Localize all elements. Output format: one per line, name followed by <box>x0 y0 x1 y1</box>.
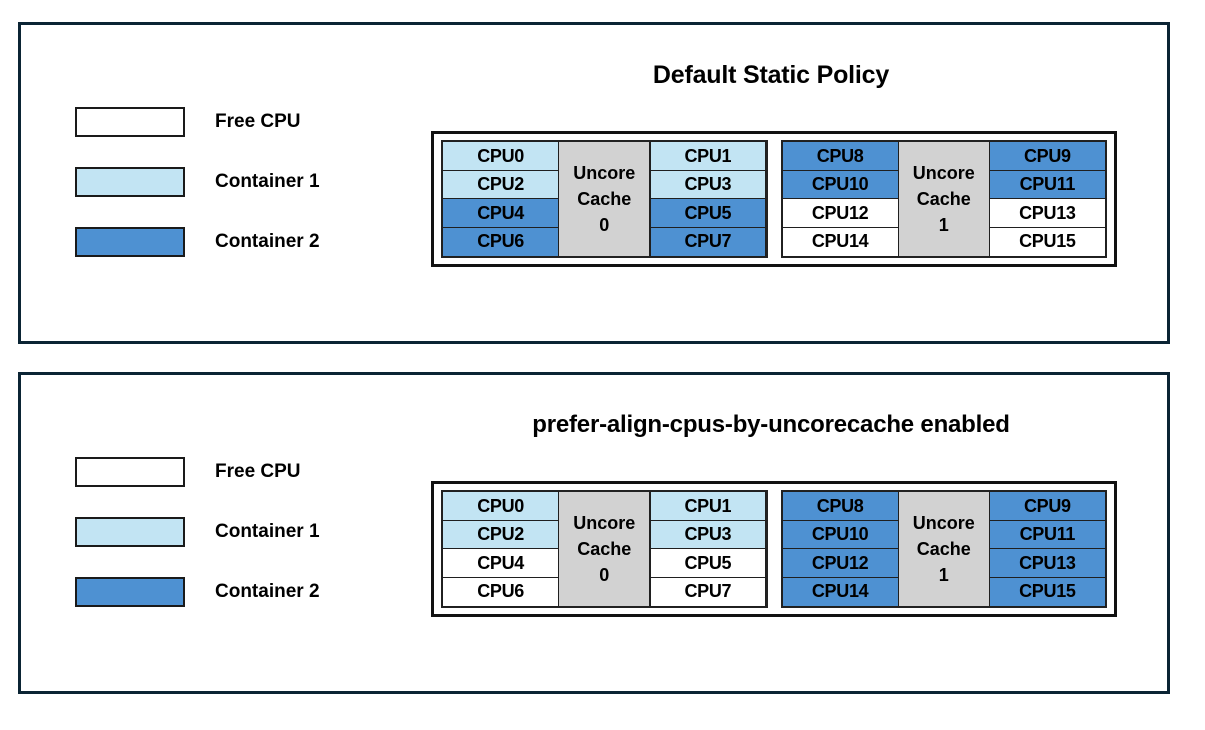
cpu-cell: CPU0 <box>442 491 559 522</box>
cpu-column-right: CPU9 CPU11 CPU13 CPU15 <box>989 141 1106 257</box>
uncore-cache-label-line1: Uncore <box>912 162 975 183</box>
legend-swatch-container-2 <box>75 227 185 257</box>
legend-swatch-free-cpu <box>75 457 185 487</box>
cpu-cell: CPU5 <box>649 548 767 579</box>
cpu-cell: CPU1 <box>649 141 767 172</box>
cpu-cell: CPU8 <box>781 491 899 522</box>
page-title: Default Static Policy <box>652 61 890 89</box>
cpu-cell: CPU8 <box>781 141 899 172</box>
cpu-column-left: CPU8 CPU10 CPU12 CPU14 <box>781 141 899 257</box>
legend-label-container-2: Container 2 <box>215 581 320 602</box>
cpu-cell: CPU9 <box>989 491 1106 522</box>
cpu-topology-grid: CPU0 CPU2 CPU4 CPU6 Uncore Cache 0 CPU1 … <box>431 481 1117 617</box>
cpu-cell: CPU13 <box>989 198 1106 229</box>
legend-item-free-cpu: Free CPU <box>75 107 320 137</box>
uncore-cache-group-0: CPU0 CPU2 CPU4 CPU6 Uncore Cache 0 CPU1 … <box>441 140 768 258</box>
cpu-cell: CPU9 <box>989 141 1106 172</box>
cpu-cell: CPU13 <box>989 548 1106 579</box>
uncore-cache-block: Uncore Cache 0 <box>558 492 651 606</box>
cpu-cell: CPU11 <box>989 169 1106 200</box>
cpu-cell: CPU14 <box>781 576 899 607</box>
cpu-cell: CPU7 <box>649 576 767 607</box>
cpu-cell: CPU15 <box>989 226 1106 257</box>
uncore-cache-label-index: 0 <box>599 215 610 236</box>
cpu-cell: CPU2 <box>442 519 559 550</box>
uncore-cache-block: Uncore Cache 1 <box>897 492 990 606</box>
legend: Free CPU Container 1 Container 2 <box>75 457 320 607</box>
legend-item-container-1: Container 1 <box>75 167 320 197</box>
cpu-cell: CPU3 <box>649 169 767 200</box>
uncore-cache-label-line1: Uncore <box>573 162 636 183</box>
cpu-column-right: CPU1 CPU3 CPU5 CPU7 <box>649 141 767 257</box>
cpu-cell: CPU4 <box>442 548 559 579</box>
cpu-column-left: CPU0 CPU2 CPU4 CPU6 <box>442 141 559 257</box>
legend-swatch-free-cpu <box>75 107 185 137</box>
cpu-topology-grid: CPU0 CPU2 CPU4 CPU6 Uncore Cache 0 CPU1 … <box>431 131 1117 267</box>
legend-item-free-cpu: Free CPU <box>75 457 320 487</box>
legend-item-container-2: Container 2 <box>75 577 320 607</box>
uncore-cache-label-line2: Cache <box>916 538 971 559</box>
legend-label-container-2: Container 2 <box>215 231 320 252</box>
cpu-cell: CPU14 <box>781 226 899 257</box>
legend-label-free-cpu: Free CPU <box>215 111 301 132</box>
cpu-cell: CPU7 <box>649 226 767 257</box>
cpu-cell: CPU11 <box>989 519 1106 550</box>
cpu-cell: CPU10 <box>781 519 899 550</box>
cpu-cell: CPU0 <box>442 141 559 172</box>
cpu-cell: CPU15 <box>989 576 1106 607</box>
panel-default-static-policy: Default Static Policy Free CPU Container… <box>18 22 1170 344</box>
uncore-cache-label-line2: Cache <box>577 538 632 559</box>
cpu-cell: CPU6 <box>442 226 559 257</box>
uncore-cache-label-index: 0 <box>599 565 610 586</box>
cpu-cell: CPU12 <box>781 198 899 229</box>
uncore-cache-label-line2: Cache <box>577 188 632 209</box>
uncore-cache-label-line2: Cache <box>916 188 971 209</box>
legend-label-free-cpu: Free CPU <box>215 461 301 482</box>
legend-swatch-container-1 <box>75 517 185 547</box>
legend-swatch-container-2 <box>75 577 185 607</box>
page-title: prefer-align-cpus-by-uncorecache enabled <box>532 411 1010 438</box>
uncore-cache-label-index: 1 <box>938 215 949 236</box>
cpu-cell: CPU4 <box>442 198 559 229</box>
cpu-column-left: CPU8 CPU10 CPU12 CPU14 <box>781 491 899 607</box>
legend-label-container-1: Container 1 <box>215 171 320 192</box>
legend-label-container-1: Container 1 <box>215 521 320 542</box>
uncore-cache-group-1: CPU8 CPU10 CPU12 CPU14 Uncore Cache 1 CP… <box>780 490 1107 608</box>
legend-item-container-2: Container 2 <box>75 227 320 257</box>
legend-item-container-1: Container 1 <box>75 517 320 547</box>
cpu-cell: CPU3 <box>649 519 767 550</box>
legend: Free CPU Container 1 Container 2 <box>75 107 320 257</box>
uncore-cache-group-1: CPU8 CPU10 CPU12 CPU14 Uncore Cache 1 CP… <box>780 140 1107 258</box>
cpu-cell: CPU2 <box>442 169 559 200</box>
cpu-cell: CPU1 <box>649 491 767 522</box>
cpu-cell: CPU10 <box>781 169 899 200</box>
cpu-column-right: CPU1 CPU3 CPU5 CPU7 <box>649 491 767 607</box>
uncore-cache-block: Uncore Cache 1 <box>897 142 990 256</box>
cpu-cell: CPU12 <box>781 548 899 579</box>
uncore-cache-block: Uncore Cache 0 <box>558 142 651 256</box>
uncore-cache-group-0: CPU0 CPU2 CPU4 CPU6 Uncore Cache 0 CPU1 … <box>441 490 768 608</box>
cpu-column-right: CPU9 CPU11 CPU13 CPU15 <box>989 491 1106 607</box>
uncore-cache-label-line1: Uncore <box>573 512 636 533</box>
uncore-cache-label-index: 1 <box>938 565 949 586</box>
panel-prefer-align-cpus-by-uncorecache: prefer-align-cpus-by-uncorecache enabled… <box>18 372 1170 694</box>
cpu-cell: CPU5 <box>649 198 767 229</box>
cpu-column-left: CPU0 CPU2 CPU4 CPU6 <box>442 491 559 607</box>
cpu-cell: CPU6 <box>442 576 559 607</box>
legend-swatch-container-1 <box>75 167 185 197</box>
uncore-cache-label-line1: Uncore <box>912 512 975 533</box>
